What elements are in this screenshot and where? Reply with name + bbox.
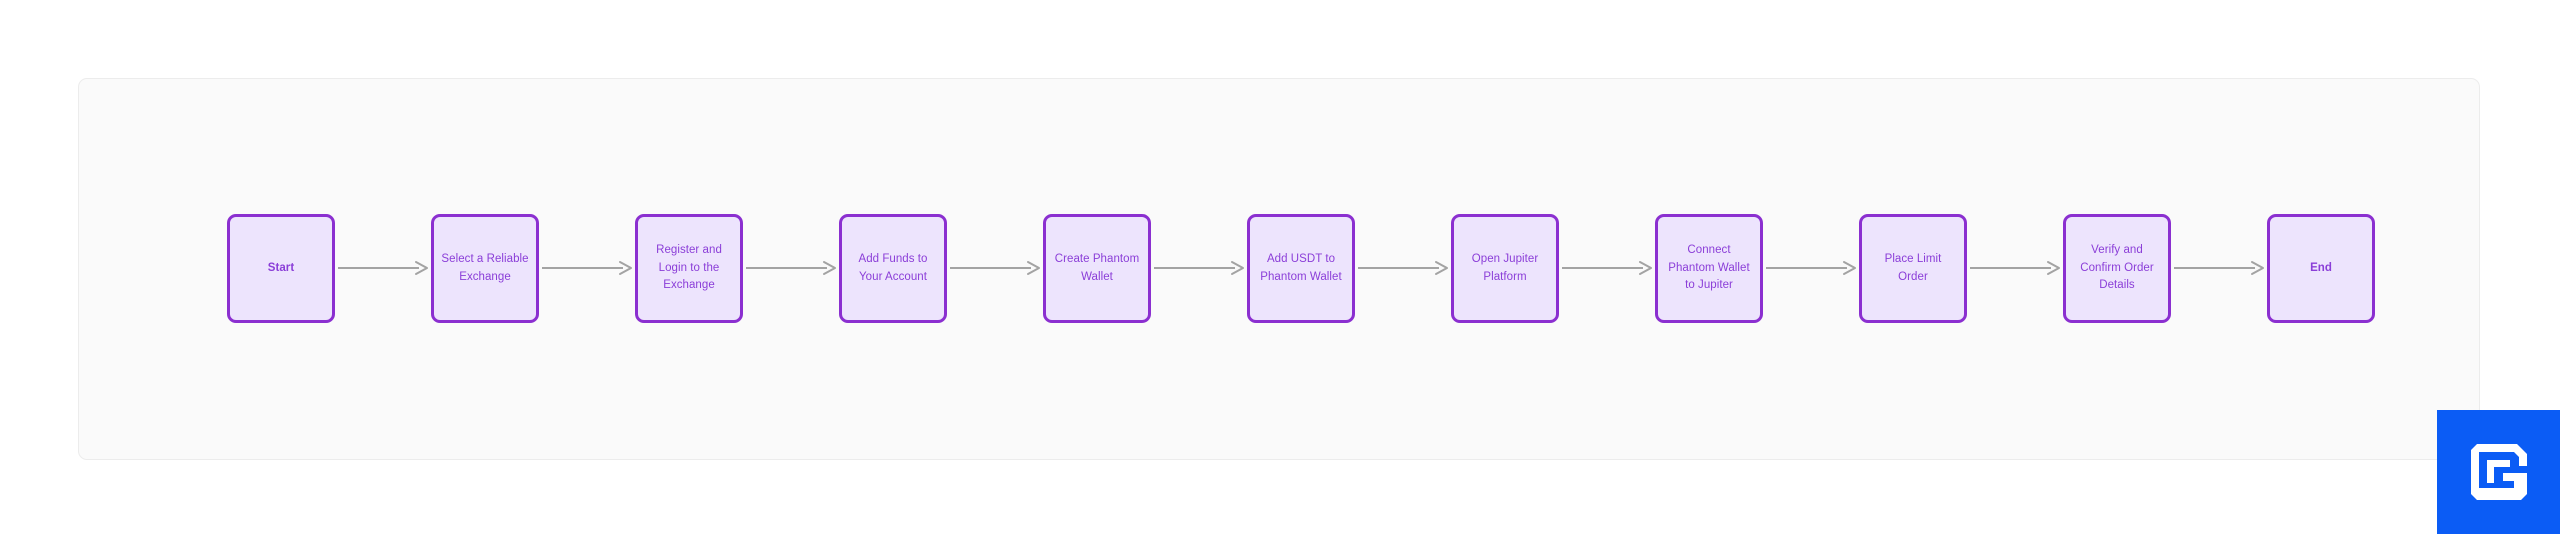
- flow-edge-add-usdt-to-open-jupiter: [1358, 261, 1448, 275]
- flow-node-open-jupiter[interactable]: Open Jupiter Platform: [1451, 214, 1559, 323]
- flow-node-verify-order[interactable]: Verify and Confirm Order Details: [2063, 214, 2171, 323]
- document-frame-logo-icon: [2470, 444, 2527, 500]
- flow-node-label: Select a Reliable Exchange: [441, 253, 529, 283]
- flow-node-label: Add USDT to Phantom Wallet: [1260, 253, 1342, 283]
- flow-node-add-funds[interactable]: Add Funds to Your Account: [839, 214, 947, 323]
- flow-node-label: Create Phantom Wallet: [1054, 253, 1140, 283]
- flow-node-label: Start: [267, 261, 295, 274]
- flow-node-label: Connect Phantom Wallet to Jupiter: [1668, 244, 1750, 292]
- flow-edge-open-jupiter-to-connect-wallet: [1562, 261, 1652, 275]
- flow-edge-verify-order-to-end: [2174, 261, 2264, 275]
- flow-node-label: Add Funds to Your Account: [858, 253, 928, 283]
- flow-node-label: Place Limit Order: [1884, 253, 1942, 283]
- flow-edge-add-funds-to-create-wallet: [950, 261, 1040, 275]
- flow-edge-register-login-to-add-funds: [746, 261, 836, 275]
- flow-edge-start-to-select-exchange: [338, 261, 428, 275]
- flow-node-place-order[interactable]: Place Limit Order: [1859, 214, 1967, 323]
- flow-edge-create-wallet-to-add-usdt: [1154, 261, 1244, 275]
- flowchart-graph: Start Select a Reliable Exchange Register …: [79, 79, 2479, 459]
- watermark-logo: [2437, 410, 2560, 534]
- flow-node-label: Verify and Confirm Order Details: [2080, 244, 2154, 292]
- flow-node-end[interactable]: End: [2267, 214, 2375, 323]
- flow-node-label: End: [2310, 261, 2332, 274]
- flow-node-create-wallet[interactable]: Create Phantom Wallet: [1043, 214, 1151, 323]
- flow-node-label: Open Jupiter Platform: [1471, 253, 1539, 283]
- flow-node-label: Register and Login to the Exchange: [656, 244, 722, 292]
- flow-edge-select-exchange-to-register-login: [542, 261, 632, 275]
- flow-node-add-usdt[interactable]: Add USDT to Phantom Wallet: [1247, 214, 1355, 323]
- flow-edge-connect-wallet-to-place-order: [1766, 261, 1856, 275]
- flow-node-connect-wallet[interactable]: Connect Phantom Wallet to Jupiter: [1655, 214, 1763, 323]
- flow-node-select-exchange[interactable]: Select a Reliable Exchange: [431, 214, 539, 323]
- flow-node-register-login[interactable]: Register and Login to the Exchange: [635, 214, 743, 323]
- flow-node-start[interactable]: Start: [227, 214, 335, 323]
- flow-edge-place-order-to-verify-order: [1970, 261, 2060, 275]
- diagram-canvas: Start Select a Reliable Exchange Register …: [78, 78, 2480, 460]
